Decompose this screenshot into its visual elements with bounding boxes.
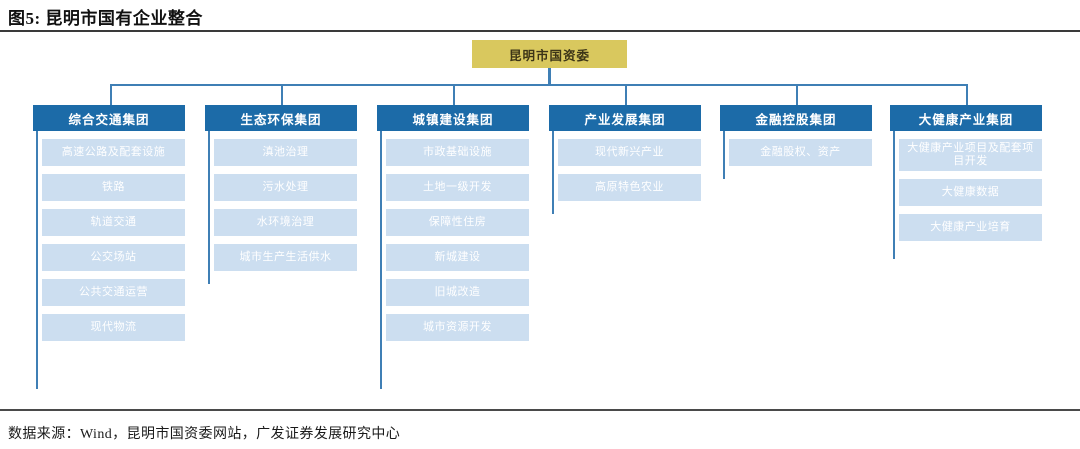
connector-root-drop: [548, 68, 551, 85]
org-item[interactable]: 公共交通运营: [42, 279, 185, 306]
column-items-4: 现代新兴产业 高原特色农业: [549, 139, 701, 201]
column-spine-2: [208, 131, 210, 284]
org-column-urban-construction: 城镇建设集团 市政基础设施 土地一级开发 保障性住房 新城建设 旧城改造 城市资…: [377, 105, 529, 389]
org-item[interactable]: 公交场站: [42, 244, 185, 271]
column-header-3[interactable]: 城镇建设集团: [377, 105, 529, 131]
org-item[interactable]: 大健康产业项目及配套项目开发: [899, 139, 1042, 171]
org-item[interactable]: 大健康产业培育: [899, 214, 1042, 241]
org-item[interactable]: 高原特色农业: [558, 174, 701, 201]
column-header-4[interactable]: 产业发展集团: [549, 105, 701, 131]
root-node-kunming-sasac: 昆明市国资委: [472, 40, 627, 68]
org-item[interactable]: 市政基础设施: [386, 139, 529, 166]
column-spine-1: [36, 131, 38, 389]
connector-horizontal-bus: [110, 84, 967, 86]
connector-drop-col-4: [625, 84, 627, 105]
figure-title: 图5: 昆明市国有企业整合: [8, 9, 203, 28]
org-column-financial-holding: 金融控股集团 金融股权、资产: [720, 105, 872, 179]
connector-drop-col-5: [796, 84, 798, 105]
org-item[interactable]: 金融股权、资产: [729, 139, 872, 166]
org-item[interactable]: 污水处理: [214, 174, 357, 201]
org-item[interactable]: 新城建设: [386, 244, 529, 271]
org-column-comprehensive-transport: 综合交通集团 高速公路及配套设施 铁路 轨道交通 公交场站 公共交通运营 现代物…: [33, 105, 185, 389]
org-item[interactable]: 现代物流: [42, 314, 185, 341]
connector-drop-col-3: [453, 84, 455, 105]
column-items-5: 金融股权、资产: [720, 139, 872, 166]
column-header-6[interactable]: 大健康产业集团: [890, 105, 1042, 131]
org-column-big-health-industry: 大健康产业集团 大健康产业项目及配套项目开发 大健康数据 大健康产业培育: [890, 105, 1042, 259]
org-item[interactable]: 现代新兴产业: [558, 139, 701, 166]
column-spine-6: [893, 131, 895, 259]
column-spine-4: [552, 131, 554, 214]
org-column-eco-environment: 生态环保集团 滇池治理 污水处理 水环境治理 城市生产生活供水: [205, 105, 357, 284]
column-header-1[interactable]: 综合交通集团: [33, 105, 185, 131]
org-item[interactable]: 土地一级开发: [386, 174, 529, 201]
column-items-3: 市政基础设施 土地一级开发 保障性住房 新城建设 旧城改造 城市资源开发: [377, 139, 529, 341]
column-spine-5: [723, 131, 725, 179]
org-item[interactable]: 铁路: [42, 174, 185, 201]
org-chart-canvas: 昆明市国资委 综合交通集团 高速公路及配套设施 铁路 轨道交通 公交场站 公共交…: [0, 32, 1080, 405]
org-item[interactable]: 水环境治理: [214, 209, 357, 236]
connector-drop-col-6: [966, 84, 968, 105]
footer-divider: [0, 409, 1080, 411]
column-spine-3: [380, 131, 382, 389]
org-item[interactable]: 保障性住房: [386, 209, 529, 236]
org-item[interactable]: 城市生产生活供水: [214, 244, 357, 271]
org-item[interactable]: 滇池治理: [214, 139, 357, 166]
org-item[interactable]: 旧城改造: [386, 279, 529, 306]
column-items-6: 大健康产业项目及配套项目开发 大健康数据 大健康产业培育: [890, 139, 1042, 241]
connector-drop-col-1: [110, 84, 112, 105]
title-divider: [0, 30, 1080, 32]
column-items-2: 滇池治理 污水处理 水环境治理 城市生产生活供水: [205, 139, 357, 271]
org-item[interactable]: 城市资源开发: [386, 314, 529, 341]
org-item[interactable]: 高速公路及配套设施: [42, 139, 185, 166]
column-header-5[interactable]: 金融控股集团: [720, 105, 872, 131]
connector-drop-col-2: [281, 84, 283, 105]
org-item[interactable]: 大健康数据: [899, 179, 1042, 206]
column-header-2[interactable]: 生态环保集团: [205, 105, 357, 131]
org-column-industry-development: 产业发展集团 现代新兴产业 高原特色农业: [549, 105, 701, 214]
column-items-1: 高速公路及配套设施 铁路 轨道交通 公交场站 公共交通运营 现代物流: [33, 139, 185, 341]
source-note: 数据来源：Wind，昆明市国资委网站，广发证券发展研究中心: [8, 427, 401, 442]
org-item[interactable]: 轨道交通: [42, 209, 185, 236]
